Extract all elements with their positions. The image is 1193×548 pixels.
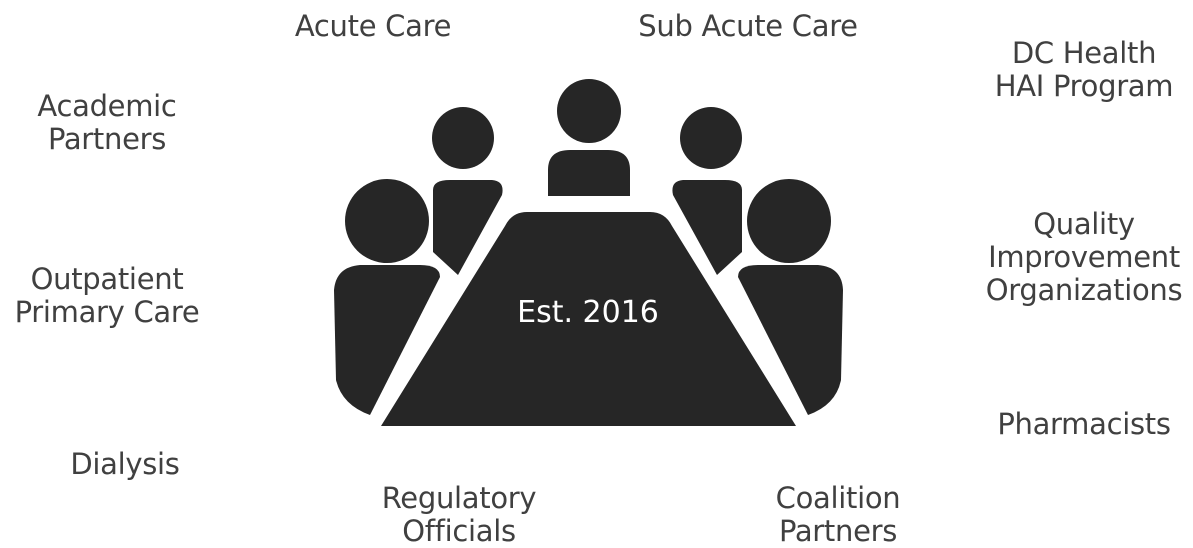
label-coalition-partners: Coalition Partners [775, 481, 901, 548]
label-acute-care: Acute Care [294, 9, 452, 43]
conference-table [381, 212, 796, 426]
label-pharmacists: Pharmacists [997, 407, 1171, 441]
person-body-left-back [433, 180, 503, 275]
label-outpatient-primary-care: Outpatient Primary Care [14, 262, 200, 329]
label-quality-improvement-organizations: Quality Improvement Organizations [985, 207, 1183, 307]
person-body-right-back [672, 180, 742, 275]
person-body-right-front [738, 265, 843, 415]
person-head-right-back [680, 107, 742, 169]
established-year-label: Est. 2016 [517, 295, 659, 330]
person-head-center [557, 79, 621, 143]
person-head-left-front [345, 179, 429, 263]
person-body-left-front [334, 265, 440, 415]
label-sub-acute-care: Sub Acute Care [638, 9, 858, 43]
label-academic-partners: Academic Partners [37, 89, 177, 156]
person-head-left-back [432, 107, 494, 169]
label-dc-health-hai-program: DC Health HAI Program [994, 36, 1174, 103]
label-regulatory-officials: Regulatory Officials [381, 481, 537, 548]
person-body-center [548, 150, 630, 196]
person-head-right-front [747, 179, 831, 263]
label-dialysis: Dialysis [70, 447, 180, 481]
